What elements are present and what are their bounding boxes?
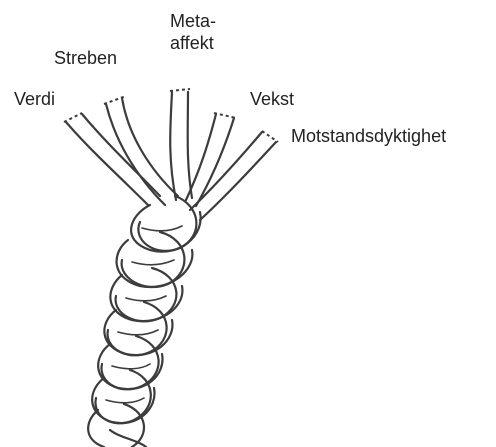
strand-motstandsdyktighet (190, 131, 278, 220)
braid-body (88, 196, 200, 447)
strand-meta-affekt (170, 89, 192, 200)
